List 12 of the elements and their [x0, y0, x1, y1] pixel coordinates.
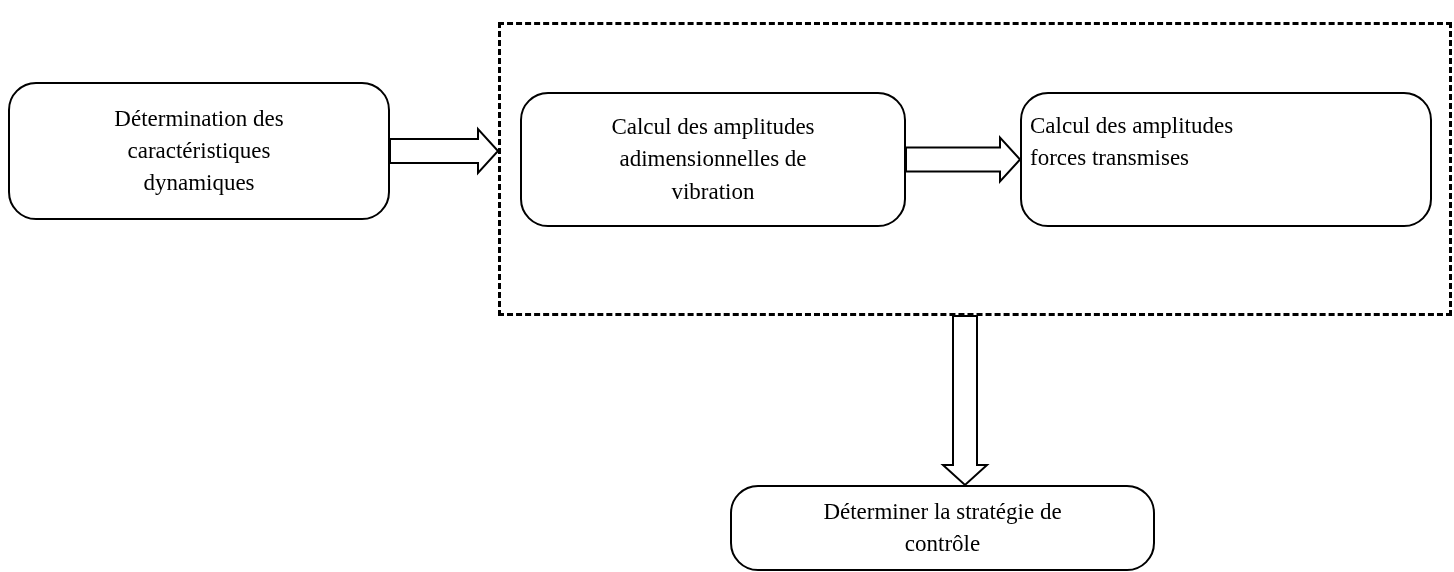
hollow-block-arrow: [940, 315, 990, 487]
hollow-block-arrow: [389, 126, 500, 176]
box-text: Calcul des amplitudes adimensionnelles de vibration: [610, 113, 816, 206]
dashed-group-box: [498, 22, 1452, 316]
process-box: [730, 485, 1155, 571]
hollow-block-arrow: [905, 134, 1022, 185]
box-text: Déterminer la stratégie de contrôle: [822, 497, 1063, 558]
process-box: [520, 92, 906, 227]
process-box: [8, 82, 390, 220]
process-box: [1020, 92, 1432, 227]
box-text: Détermination des caractéristiques dynamiques: [113, 104, 285, 198]
box-text: Calcul des amplitudes forces transmises: [1030, 112, 1235, 173]
